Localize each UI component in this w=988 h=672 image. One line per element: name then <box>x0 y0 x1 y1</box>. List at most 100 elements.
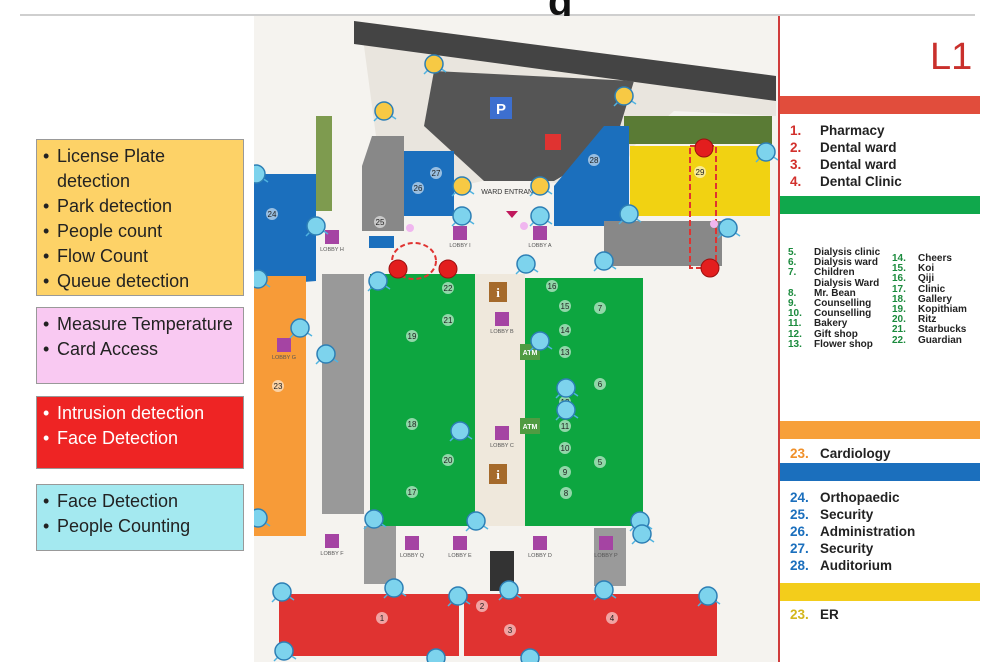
utility-bottom-left <box>364 526 396 584</box>
atm-label: ATM <box>523 350 538 357</box>
info-sign: i <box>489 464 507 484</box>
unit-number-label: 2 <box>480 602 485 611</box>
camera-icon <box>426 648 446 662</box>
band-yellow <box>780 583 980 601</box>
camera-icon <box>755 142 778 163</box>
ptz-camera-icon <box>451 176 475 197</box>
camera-dot <box>426 648 446 662</box>
legend-entry-name: Gallery <box>918 293 952 305</box>
legend-entry-number: 20. <box>892 314 906 326</box>
unit-number-badge <box>504 624 516 636</box>
camera-dot <box>424 54 444 74</box>
atm-sign-box <box>520 418 540 434</box>
camera-dot <box>619 204 639 224</box>
parking-sign <box>490 97 512 119</box>
legend-entry: 12. Gift shop <box>788 328 880 340</box>
camera-icon <box>273 641 297 662</box>
unit-number-label: 20 <box>444 456 453 465</box>
legend-entry: 21.Starbucks <box>892 325 967 335</box>
camera-icon <box>529 206 553 227</box>
zone-25 <box>369 236 394 248</box>
unit-number-badge <box>266 208 278 220</box>
entrance-arrow <box>506 211 518 218</box>
info-label: i <box>496 467 500 482</box>
lobby-label: LOBBY A <box>528 243 551 249</box>
camera-dot <box>272 582 292 602</box>
unit-number-badge <box>560 487 572 499</box>
legend-pink: Measure TemperatureCard Access <box>36 307 244 384</box>
legend-entry-number: 13. <box>788 338 802 350</box>
legend-entry-name: Counselling <box>814 308 872 320</box>
legend-entry-number: 12. <box>788 328 802 340</box>
lobby-label: LOBBY G <box>272 355 296 361</box>
unit-number: 1 <box>376 612 388 624</box>
unit-number-badge <box>559 300 571 312</box>
camera-icon <box>451 206 475 227</box>
legend-entry: 27.Security <box>790 540 915 557</box>
lobby-marker: LOBBY F <box>320 534 344 557</box>
legend-entry: 11.Bakery <box>788 319 880 329</box>
camera-dot <box>530 331 550 351</box>
legend-entry-name: Orthopaedic <box>820 490 900 505</box>
legend-entry-name: Flower shop <box>814 338 873 350</box>
legend-entry-number: 18. <box>892 293 906 305</box>
camera-dot <box>556 378 576 398</box>
zone-1 <box>279 594 459 656</box>
camera-dot <box>530 206 550 226</box>
legend-red-item: Intrusion detection <box>43 401 237 426</box>
legend-entry-name: Guardian <box>918 334 962 346</box>
lobby-label: LOBBY F <box>320 551 344 557</box>
intrusion-zone-left <box>391 242 437 280</box>
camera-dot <box>499 580 519 600</box>
legend-entry-name: Administration <box>820 524 916 539</box>
camera-dot <box>254 269 268 289</box>
gray-block-left <box>362 136 404 231</box>
ptz-camera-icon <box>613 86 637 107</box>
legend-entry: 28.Auditorium <box>790 557 915 574</box>
group-orange: 23.Cardiology <box>790 445 891 462</box>
legend-entry-name: Cheers <box>918 253 952 264</box>
camera-icon <box>515 254 539 275</box>
unit-number-label: 28 <box>590 156 599 165</box>
camera-icon <box>555 378 579 399</box>
legend-yellow-item: License Plate detection <box>43 144 237 194</box>
unit-number: 15 <box>559 300 571 312</box>
unit-number-badge <box>374 216 386 228</box>
camera-dot <box>466 511 486 531</box>
unit-number: 8 <box>560 487 572 499</box>
camera-icon <box>593 580 617 601</box>
legend-entry-name: Counselling <box>814 298 872 310</box>
legend-entry-number: 25. <box>790 507 809 522</box>
unit-number: 23 <box>272 380 284 392</box>
legend-entry-number: 14. <box>892 253 906 264</box>
legend-entry-number: 26. <box>790 524 809 539</box>
camera-dot <box>448 586 468 606</box>
lobby-label: LOBBY C <box>490 443 514 449</box>
legend-entry-name: Gift shop <box>814 328 858 340</box>
legend-entry-number: 21. <box>892 324 906 336</box>
unit-number-badge <box>442 282 454 294</box>
camera-dot <box>368 271 388 291</box>
unit-number-label: 4 <box>610 614 615 623</box>
camera-dot <box>450 421 470 441</box>
unit-number-label: 9 <box>563 468 568 477</box>
legend-entry-number: 7. <box>788 267 797 279</box>
camera-dot <box>520 648 540 662</box>
camera-markers <box>254 54 778 662</box>
unit-number-label: 25 <box>376 218 385 227</box>
legend-entry: 2.Dental ward <box>790 139 902 156</box>
camera-icon <box>465 511 489 532</box>
camera-dot <box>254 164 266 184</box>
legend-entry: 18. Gallery <box>892 293 967 305</box>
unit-number-label: 16 <box>548 282 557 291</box>
legend-entry: 23.ER <box>790 606 839 623</box>
car-sign <box>545 134 561 150</box>
unit-number: 4 <box>606 612 618 624</box>
lobby-marker: LOBBY B <box>490 312 514 335</box>
camera-icon <box>618 204 642 225</box>
legend-entry-number: 23. <box>790 446 809 461</box>
camera-icon <box>254 269 271 289</box>
zone-24 <box>254 174 316 286</box>
